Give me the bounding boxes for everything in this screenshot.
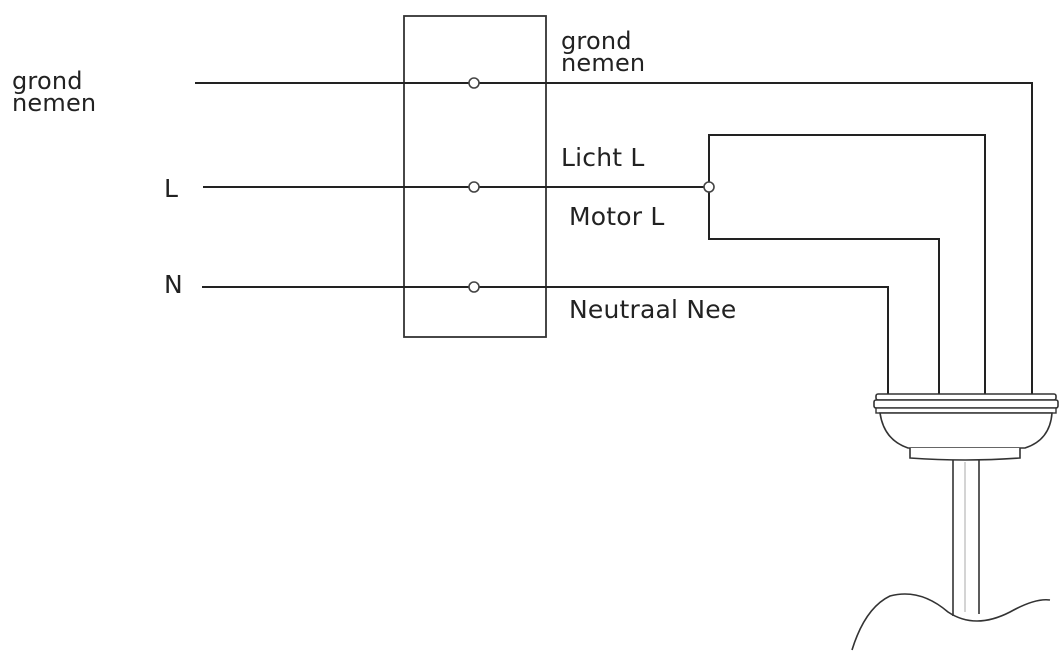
ground-output-label: grond nemen: [561, 27, 646, 77]
break-line: [851, 593, 1051, 651]
neutral-terminal: [468, 281, 480, 293]
line-input-label: L: [164, 174, 179, 203]
motor-l-label: Motor L: [569, 202, 665, 231]
fan-downrod: [952, 460, 980, 616]
neutral-wire: [202, 286, 889, 396]
motor-l-wire: [708, 187, 940, 396]
light-l-wire: [708, 134, 986, 396]
ground-terminal: [468, 77, 480, 89]
ground-input-label: grond nemen: [12, 67, 97, 117]
neutral-output-label: Neutraal Nee: [569, 295, 737, 324]
light-l-label: Licht L: [561, 143, 645, 172]
switch-box: [403, 15, 547, 338]
fan-canopy: [873, 393, 1059, 461]
junction-node: [703, 181, 715, 193]
line-terminal: [468, 181, 480, 193]
neutral-input-label: N: [164, 270, 183, 299]
